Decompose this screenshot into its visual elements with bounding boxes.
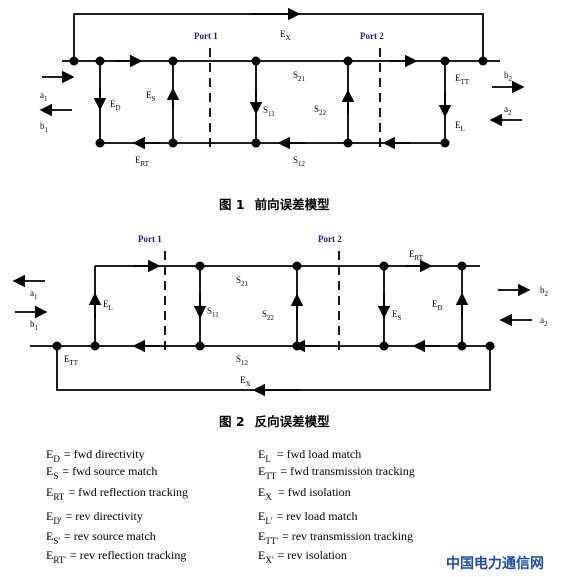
- node: [52, 341, 62, 351]
- watermark-text: 中国电力通信网: [446, 555, 544, 572]
- term-S22: S22: [314, 104, 327, 117]
- reverse-model-nodes: [52, 261, 495, 351]
- legend-left: ED= fwd directivity ES= fwd source match…: [46, 447, 188, 565]
- node: [95, 56, 105, 66]
- legend-item: ERT= fwd reflection tracking: [46, 485, 188, 502]
- term-ERT: ERT: [135, 155, 150, 168]
- term-ES: ES: [392, 309, 402, 322]
- node: [292, 261, 302, 271]
- node: [292, 341, 302, 351]
- node: [168, 56, 178, 66]
- node: [440, 138, 450, 148]
- legend-item: ES= fwd source match: [46, 464, 157, 481]
- port-a1-label: a1: [40, 90, 48, 103]
- node: [69, 56, 79, 66]
- port2-label: Port 2: [318, 234, 342, 244]
- legend-item: EX= fwd isolation: [258, 485, 351, 502]
- node: [195, 261, 205, 271]
- legend-right: EL= fwd load match ETT= fwd transmission…: [258, 447, 415, 565]
- term-S21: S21: [236, 275, 249, 288]
- port-b2-label: b2: [504, 70, 513, 83]
- port-b1-label: b1: [40, 121, 49, 134]
- term-ERT: ERT: [409, 249, 424, 262]
- term-ED: ED: [432, 299, 443, 312]
- term-EX: EX: [280, 29, 291, 42]
- port-b1-label: b1: [30, 319, 39, 332]
- term-S22: S22: [262, 309, 275, 322]
- node: [478, 56, 488, 66]
- legend-item: EX'= rev isolation: [258, 548, 347, 565]
- port1-label: Port 1: [138, 234, 162, 244]
- node: [251, 138, 261, 148]
- isolation-loop-line: [73, 13, 484, 61]
- term-EL: EL: [455, 120, 465, 133]
- node: [343, 138, 353, 148]
- term-ED: ED: [110, 99, 121, 112]
- node: [90, 341, 100, 351]
- legend-item: ETT= fwd transmission tracking: [258, 464, 415, 481]
- legend-item: EL= fwd load match: [258, 447, 361, 464]
- term-S21: S21: [293, 70, 306, 83]
- node: [457, 341, 467, 351]
- legend-item: ETT'= rev transmission tracking: [258, 529, 413, 546]
- port-a1-label: a1: [30, 288, 38, 301]
- legend-item: ERT'= rev reflection tracking: [46, 548, 186, 565]
- term-S12: S12: [236, 354, 249, 367]
- legend-item: ES'= rev source match: [46, 529, 156, 546]
- reverse-model-diagram: [12, 251, 532, 397]
- isolation-loop-line: [56, 346, 491, 391]
- legend-item: EL'= rev load match: [258, 509, 358, 526]
- term-S12: S12: [293, 155, 306, 168]
- node: [168, 138, 178, 148]
- term-EX: EX: [240, 375, 251, 388]
- node: [379, 261, 389, 271]
- term-EL: EL: [103, 299, 113, 312]
- port-b2-label: b2: [540, 285, 549, 298]
- node: [343, 56, 353, 66]
- term-ETT: ETT: [455, 73, 470, 86]
- port-a2-label: a2: [504, 104, 512, 117]
- node: [457, 261, 467, 271]
- forward-model-labels: Port 1 Port 2 EX ED ES ERT S21 S11 S22 S…: [40, 29, 513, 212]
- legend-item: ED'= rev directivity: [46, 509, 143, 526]
- node: [195, 341, 205, 351]
- node: [251, 56, 261, 66]
- term-ETT: ETT: [64, 354, 79, 367]
- reverse-model-labels: Port 1 Port 2 ERT EL S21 S11 S22 S12 ES …: [30, 234, 549, 429]
- forward-model-diagram: [39, 7, 525, 152]
- legend-item: ED= fwd directivity: [46, 447, 145, 464]
- node: [440, 56, 450, 66]
- forward-model-nodes: [69, 56, 488, 148]
- term-S11: S11: [207, 306, 219, 319]
- port2-label: Port 2: [360, 31, 384, 41]
- port1-label: Port 1: [194, 31, 218, 41]
- port-a2-label: a2: [540, 315, 548, 328]
- node: [485, 341, 495, 351]
- term-ES: ES: [146, 90, 156, 103]
- node: [379, 341, 389, 351]
- node: [95, 138, 105, 148]
- term-S11: S11: [263, 105, 275, 118]
